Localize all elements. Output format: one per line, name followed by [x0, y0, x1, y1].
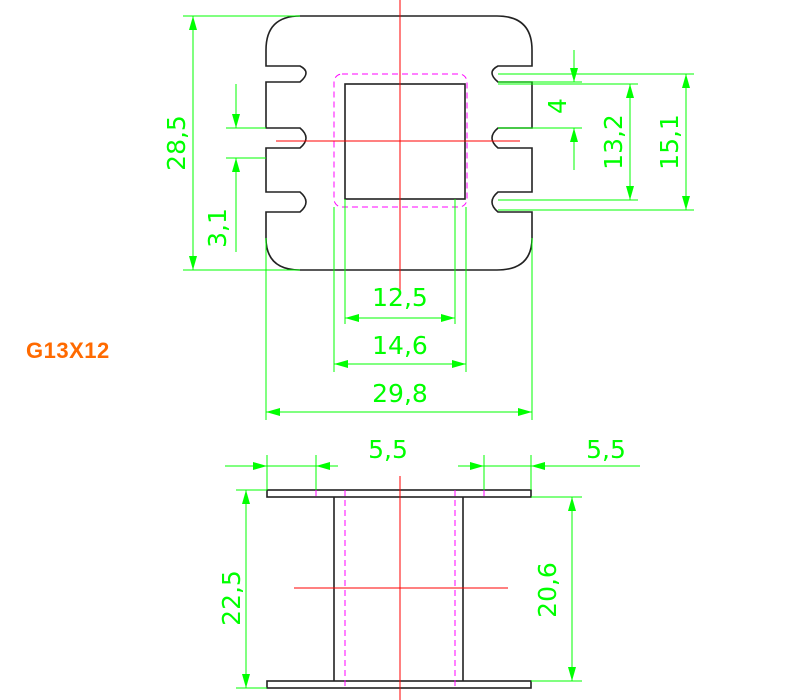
side-view — [266, 476, 532, 700]
dim-core-width: 14,6 — [372, 331, 428, 360]
top-view-dimensions: 28,5 3,1 4 13,2 15,1 — [162, 15, 694, 420]
dim-tooth-width: 4 — [543, 98, 572, 114]
part-label: G13X12 — [26, 338, 110, 363]
dim-outer-height: 15,1 — [655, 114, 684, 170]
flange-outline — [265, 15, 533, 271]
dim-slot-width: 3,1 — [203, 208, 232, 248]
top-view — [265, 0, 533, 290]
dim-side-height: 22,5 — [217, 570, 246, 626]
dim-inner-side-height: 20,6 — [533, 562, 562, 618]
dim-flange-right: 5,5 — [586, 435, 626, 464]
dim-overall-width: 29,8 — [372, 379, 428, 408]
side-view-dimensions: 5,5 5,5 22,5 20,6 — [217, 435, 640, 689]
dim-window-width: 12,5 — [372, 283, 428, 312]
top-flange — [266, 489, 532, 498]
bottom-flange — [266, 680, 532, 689]
dim-flange-left: 5,5 — [368, 435, 408, 464]
dim-overall-height: 28,5 — [162, 115, 191, 171]
dim-inner-height: 13,2 — [599, 114, 628, 170]
